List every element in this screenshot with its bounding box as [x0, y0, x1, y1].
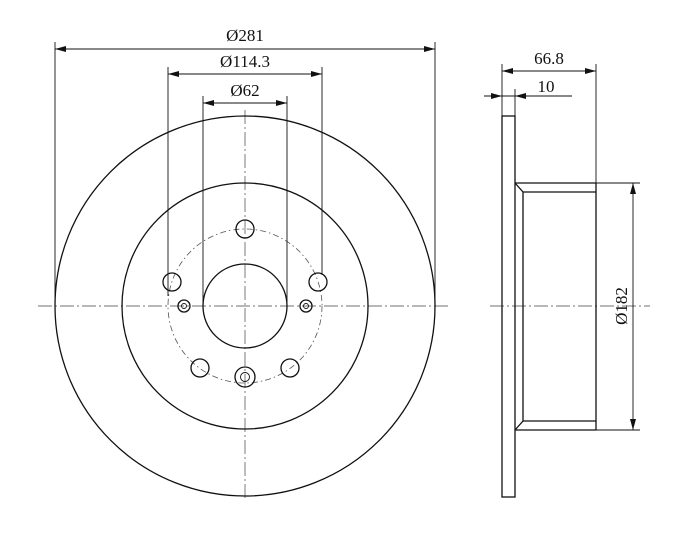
locating-hole-outer	[177, 299, 191, 313]
bolt-hole	[162, 272, 182, 292]
hat-diameter-label: Ø182	[612, 287, 631, 325]
hat-outer-edge	[121, 182, 369, 430]
bolt-pitch-circle	[167, 228, 323, 384]
bolt-hole	[280, 358, 300, 378]
bolt-hole	[308, 272, 328, 292]
locating-hole-outer	[299, 299, 313, 313]
bolt-circle-label: Ø114.3	[220, 52, 270, 71]
bolt-hole	[235, 219, 255, 239]
disc-thickness-label: 10	[538, 77, 555, 96]
side-view: 66.8 10 Ø182	[484, 49, 650, 498]
outer-diameter-label: Ø281	[226, 26, 264, 45]
locating-hole-inner	[303, 303, 309, 309]
disc-friction-ring-section	[501, 115, 516, 498]
locating-hole-inner	[181, 303, 187, 309]
hat-section	[514, 182, 524, 431]
locating-hole-inner	[240, 372, 250, 382]
total-height-label: 66.8	[534, 49, 564, 68]
center-bore-label: Ø62	[230, 81, 259, 100]
locating-hole-outer	[234, 366, 256, 388]
front-view: Ø281 Ø114.3 Ø62	[38, 26, 450, 500]
bolt-hole	[190, 358, 210, 378]
